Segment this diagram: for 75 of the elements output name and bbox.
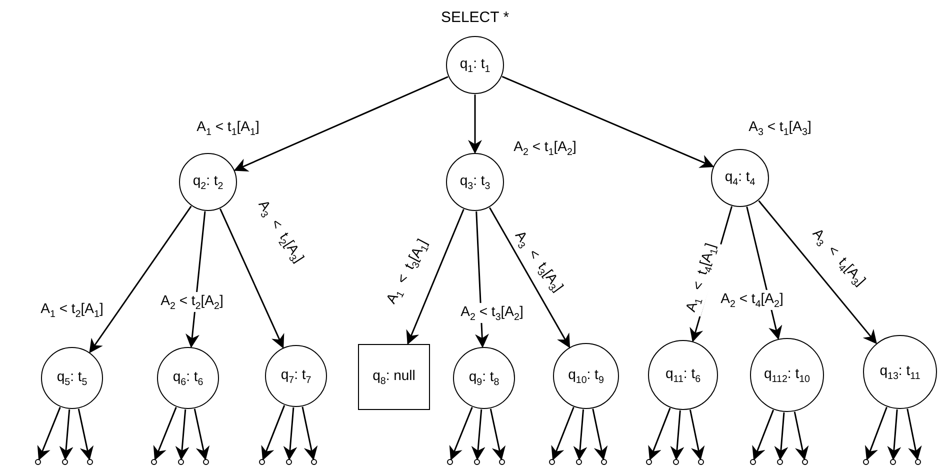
end-point — [178, 459, 184, 465]
node-label: q$_{3}$: t$_{3}$ — [460, 172, 490, 192]
edge-label: A$_{2}$ < t$_{4}$[A$_{2}$] — [718, 290, 786, 310]
end-point — [549, 459, 555, 465]
node-label: q$_{2}$: t$_{2}$ — [192, 172, 224, 192]
end-point — [286, 459, 292, 465]
arrow — [864, 406, 888, 460]
arrow — [887, 409, 902, 460]
arrow — [502, 76, 714, 168]
arrow — [752, 410, 774, 460]
arrow — [406, 208, 464, 345]
arrow — [573, 409, 588, 460]
arrow — [59, 409, 74, 460]
end-point — [35, 459, 41, 465]
arrow — [670, 410, 684, 460]
arrow — [78, 408, 94, 460]
end-point — [203, 459, 209, 465]
node-label: q$_{1}$: t$_{1}$ — [460, 56, 490, 74]
end-point — [311, 459, 317, 465]
end-point — [601, 459, 607, 465]
end-point — [915, 459, 921, 465]
end-point — [750, 459, 756, 465]
end-point — [62, 459, 68, 465]
query-heading: SELECT * — [440, 9, 510, 26]
end-point — [863, 459, 869, 465]
end-point — [646, 459, 652, 465]
arrow — [774, 412, 788, 460]
end-point — [673, 459, 679, 465]
arrow — [551, 406, 574, 460]
end-point — [474, 459, 480, 465]
node-label: q$_{112}$: t$_{10}$ — [764, 366, 810, 384]
node-label: q$_{11}$: t$_{6}$ — [665, 366, 701, 384]
node-label: q$_{9}$: t$_{8}$ — [468, 368, 500, 388]
node-label: q$_{10}$: t$_{9}$ — [568, 366, 604, 386]
arrow — [906, 408, 922, 460]
node-label: q$_{7}$: t$_{7}$ — [280, 366, 312, 386]
arrow — [794, 412, 809, 460]
arrow — [89, 206, 192, 354]
arrow — [220, 208, 284, 349]
end-point — [259, 459, 265, 465]
arrow — [153, 406, 177, 461]
arrow — [194, 408, 210, 460]
end-point — [499, 459, 505, 465]
node-label: q$_{8}$: null — [372, 368, 416, 386]
result-box — [358, 344, 430, 410]
edge-label: A$_{3}$ < t$_{1}$[A$_{3}$] — [746, 118, 814, 138]
arrow — [471, 409, 486, 460]
end-point — [698, 459, 704, 465]
end-point — [447, 459, 453, 465]
arrow — [758, 200, 878, 344]
arrow — [489, 207, 570, 348]
arrow — [490, 408, 506, 460]
edge-label: A$_{2}$ < t$_{3}$[A$_{2}$] — [458, 302, 526, 324]
arrow — [648, 408, 671, 460]
edge-label: A$_{2}$ < t$_{2}$[A$_{2}$] — [158, 292, 226, 312]
arrow — [283, 407, 298, 460]
arrow — [234, 76, 448, 172]
node-label: q$_{5}$: t$_{5}$ — [56, 368, 88, 388]
node-label: q$_{13}$: t$_{11}$ — [880, 362, 920, 382]
arrow — [261, 405, 286, 460]
arrow — [302, 406, 318, 460]
arrow — [175, 409, 190, 460]
arrow — [592, 408, 608, 460]
arrow — [468, 94, 482, 154]
end-point — [802, 459, 808, 465]
end-point — [890, 459, 896, 465]
end-point — [777, 459, 783, 465]
arrow — [449, 406, 473, 461]
end-point — [87, 459, 93, 465]
node-label: q$_{4}$: t$_{4}$ — [724, 168, 756, 188]
node-label: q$_{6}$: t$_{6}$ — [172, 368, 204, 388]
end-point — [151, 459, 157, 465]
arrow — [689, 410, 705, 460]
end-point — [576, 459, 582, 465]
arrow — [37, 406, 61, 461]
